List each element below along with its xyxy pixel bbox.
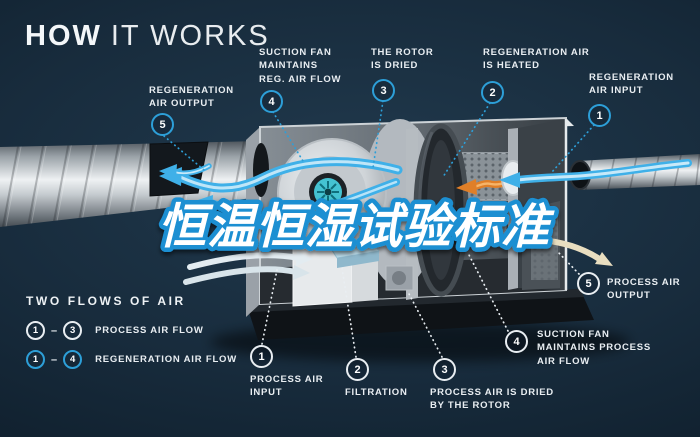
badge-top-3: 3 xyxy=(372,79,395,102)
legend-separator: – xyxy=(51,324,58,337)
leader-lines xyxy=(163,100,595,358)
callout-process-air-dried: PROCESS AIR IS DRIED BY THE ROTOR xyxy=(430,387,554,412)
badge-top-4: 4 xyxy=(260,90,283,113)
callout-filtration: FILTRATION xyxy=(345,387,408,398)
overlay-headline: 恒温恒湿试验标准 xyxy=(158,201,555,254)
legend-badge-1-blue: 1 xyxy=(26,350,45,369)
badge-bottom-2: 2 xyxy=(346,358,369,381)
leader-lines-top xyxy=(163,100,595,178)
process-output-arrow xyxy=(537,237,613,266)
badge-bottom-4: 4 xyxy=(505,330,528,353)
legend-two-flows: TWO FLOWS OF AIR 1 – 3 PROCESS AIR FLOW … xyxy=(26,294,237,379)
callout-suction-fan-process: SUCTION FAN MAINTAINS PROCESS AIR FLOW xyxy=(537,329,651,367)
legend-badge-1-white: 1 xyxy=(26,321,45,340)
callout-regeneration-air-output: REGENERATION AIR OUTPUT xyxy=(149,85,234,110)
legend-separator: – xyxy=(51,353,58,366)
callout-process-air-output: PROCESS AIR OUTPUT xyxy=(607,277,681,302)
legend-title: TWO FLOWS OF AIR xyxy=(26,294,186,308)
desiccant-rotor xyxy=(413,123,469,297)
legend-badge-3-white: 3 xyxy=(63,321,83,340)
left-duct-port xyxy=(253,143,269,197)
legend-badge-4-blue: 4 xyxy=(63,350,83,369)
title-bold: HOW xyxy=(25,20,102,52)
callout-suction-fan-reg: SUCTION FAN MAINTAINS REG. AIR FLOW xyxy=(259,47,342,85)
badge-bottom-1: 1 xyxy=(250,345,273,368)
regeneration-flow-arrow-left xyxy=(159,157,403,221)
regeneration-output-arrow xyxy=(159,163,212,179)
badge-bottom-5: 5 xyxy=(577,272,600,295)
callout-regeneration-air-heated: REGENERATION AIR IS HEATED xyxy=(483,47,590,72)
legend-row-process: 1 – 3 PROCESS AIR FLOW xyxy=(26,321,237,340)
badge-top-2: 2 xyxy=(481,81,504,104)
dehumidifier-cabinet xyxy=(246,116,594,340)
leader-lines-bottom xyxy=(261,251,580,358)
badge-top-1: 1 xyxy=(588,104,611,127)
badge-top-5: 5 xyxy=(151,113,174,136)
callout-rotor-is-dried: THE ROTOR IS DRIED xyxy=(371,47,434,72)
legend-label-process: PROCESS AIR FLOW xyxy=(95,325,204,336)
airflow-arrows xyxy=(159,157,692,285)
title-light: IT WORKS xyxy=(110,20,270,52)
callout-regeneration-air-input: REGENERATION AIR INPUT xyxy=(589,72,674,97)
regeneration-input-arrow xyxy=(499,159,692,188)
legend-label-regeneration: REGENERATION AIR FLOW xyxy=(95,354,238,365)
callout-process-air-input: PROCESS AIR INPUT xyxy=(250,374,324,399)
legend-row-regeneration: 1 – 4 REGENERATION AIR FLOW xyxy=(26,350,237,369)
badge-bottom-3: 3 xyxy=(433,358,456,381)
process-input-arrows xyxy=(183,251,313,285)
